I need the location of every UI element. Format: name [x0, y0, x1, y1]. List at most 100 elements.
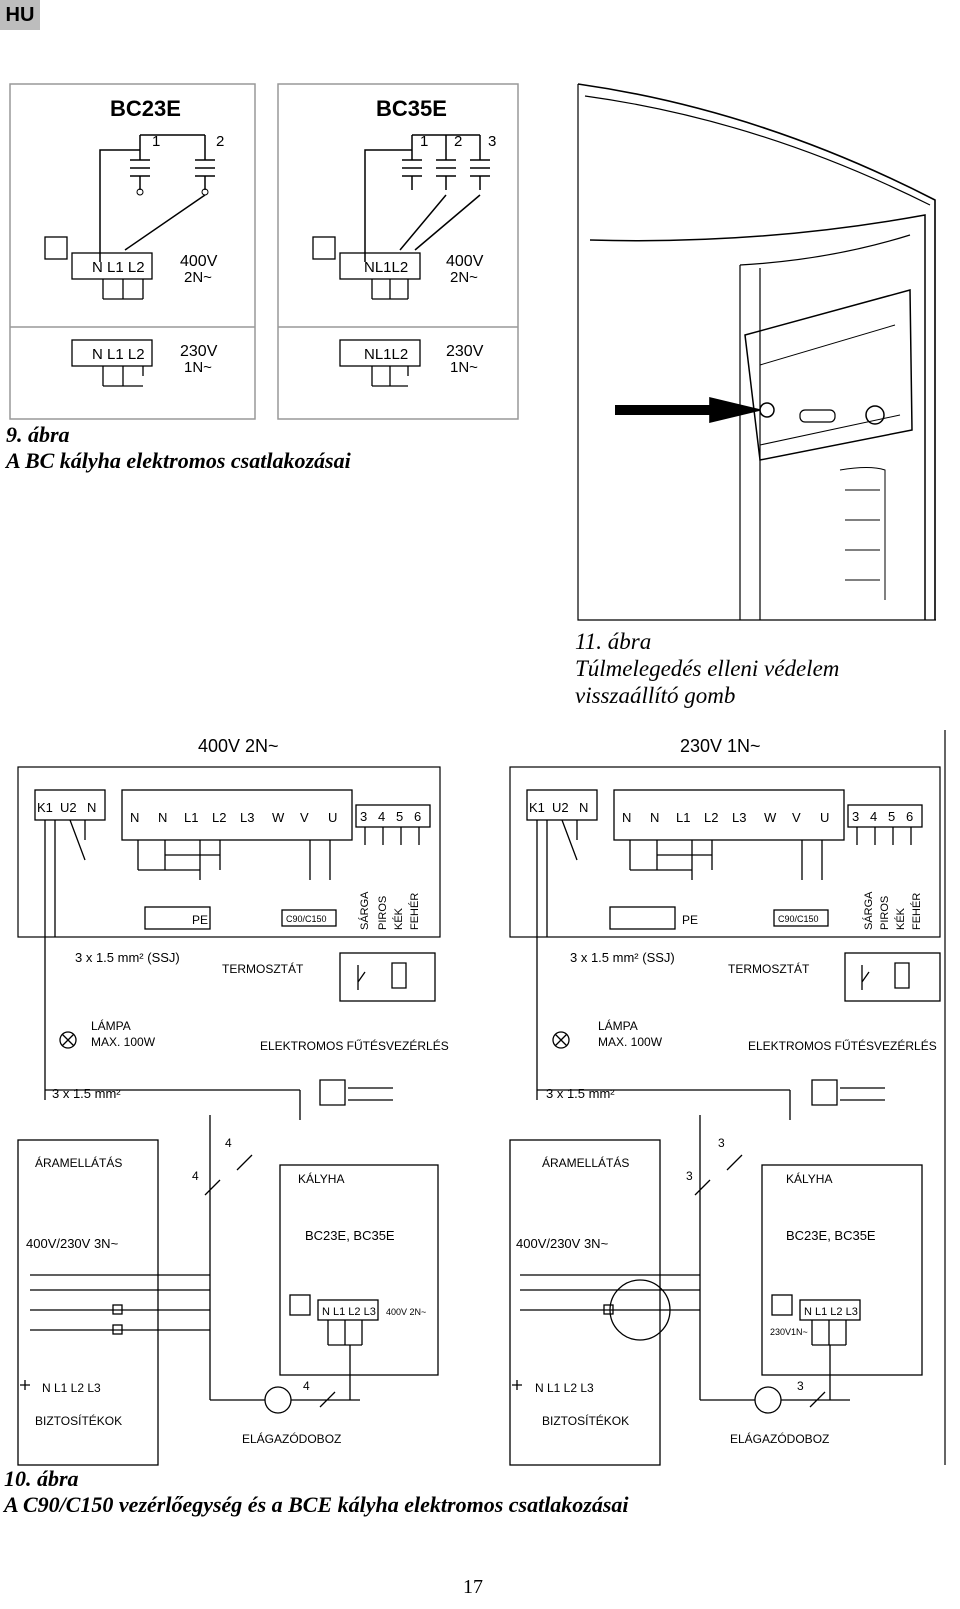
fig9-left-supply-230-phase: 1N~ — [184, 359, 212, 376]
fig11-number: 11. ábra — [575, 629, 652, 654]
fig10-left-fuses: BIZTOSÍTÉKOK — [35, 1413, 122, 1428]
fig9-left-model: BC23E — [110, 96, 181, 121]
fig10-right-tg3-0: 3 — [852, 809, 859, 824]
fig10-title: A C90/C150 vezérlőegység és a BCE kályha… — [4, 1492, 629, 1517]
fig9-left-supply-230: 230V — [180, 343, 218, 360]
fig10-left-lamp: LÁMPA — [91, 1018, 131, 1033]
fig9-right-element-2: 2 — [454, 133, 462, 150]
fig10-right-count-a: 3 — [718, 1136, 725, 1150]
fig10-left-tg2-4: L3 — [240, 810, 254, 825]
fig9-title: A BC kályha elektromos csatlakozásai — [6, 448, 351, 473]
fig10-right-fuses: BIZTOSÍTÉKOK — [542, 1413, 629, 1428]
fig10-left-cable1: 3 x 1.5 mm² (SSJ) — [75, 950, 180, 965]
fig10-left-color-0: SÁRGA — [358, 891, 371, 930]
fig10-right-mains: 400V/230V 3N~ — [516, 1236, 609, 1251]
fig10-right-tg2-7: U — [820, 810, 829, 825]
fig10-left-tg2-6: V — [300, 810, 309, 825]
page-number: 17 — [463, 1576, 483, 1598]
fig11-caption: 11. ábra Túlmelegedés elleni védelem vis… — [575, 628, 839, 709]
fig10-number: 10. ábra — [4, 1466, 79, 1491]
fig9-right-element-3: 3 — [488, 133, 496, 150]
fig10-right-thermostat: TERMOSZTÁT — [728, 961, 810, 976]
fig10-right-tg2-2: L1 — [676, 810, 690, 825]
fig10-left-pe: PE — [192, 913, 208, 927]
fig10-right-tg2-6: V — [792, 810, 801, 825]
fig10-left-mains: 400V/230V 3N~ — [26, 1236, 119, 1251]
fig9-right-panel: BC35E 1 2 3 NL1L2 400V 2N~ NL1L2 230V 1N… — [277, 83, 519, 420]
fig10-right-stove-models: BC23E, BC35E — [786, 1228, 876, 1243]
fig9-left-element-2: 2 — [216, 133, 224, 150]
fig10-right-count-c: 3 — [797, 1379, 804, 1393]
fig9-right-supply-230: 230V — [446, 343, 484, 360]
fig10-right-heating-control: ELEKTROMOS FŰTÉSVEZÉRLÉS — [748, 1038, 937, 1053]
fig10-left-stove-models: BC23E, BC35E — [305, 1228, 395, 1243]
fig9-right-terminals-230: NL1L2 — [364, 346, 408, 363]
language-badge: HU — [0, 0, 40, 30]
fig10-right-term-k1: K1 — [529, 800, 545, 815]
fig10-right-tg3-2: 5 — [888, 809, 895, 824]
fig10-left-tg3-3: 6 — [414, 809, 421, 824]
fig10-left-fuse-terminals: N L1 L2 L3 — [42, 1381, 101, 1395]
fig10-right-wire-colors: SÁRGA PIROS KÉK FEHÉR — [862, 891, 923, 930]
fig10-left-lamp-max: MAX. 100W — [91, 1035, 156, 1049]
fig11-line1: Túlmelegedés elleni védelem — [575, 656, 840, 681]
fig10-right-tg3-3: 6 — [906, 809, 913, 824]
fig10-right-tg3-1: 4 — [870, 809, 877, 824]
fig10-right-unit: C90/C150 — [778, 914, 819, 924]
fig10-right-color-0: SÁRGA — [862, 891, 875, 930]
fig9-right-supply-400-phase: 2N~ — [450, 269, 478, 286]
fig10-left-term-u2: U2 — [60, 800, 77, 815]
fig10-left-thermostat: TERMOSZTÁT — [222, 961, 304, 976]
fig10-right-count-b: 3 — [686, 1169, 693, 1183]
fig10-right-fuse-terminals: N L1 L2 L3 — [535, 1381, 594, 1395]
fig10-right-tg2-1: N — [650, 810, 659, 825]
fig10-right-term-n: N — [579, 800, 588, 815]
fig10-right-tg2-4: L3 — [732, 810, 746, 825]
fig9-right-element-1: 1 — [420, 133, 428, 150]
fig10-left-term-group2: N N L1 L2 L3 W V U — [130, 810, 337, 825]
fig10-right-tg2-0: N — [622, 810, 631, 825]
fig10-right-color-2: KÉK — [894, 907, 907, 930]
fig10-right-schematic: 230V 1N~ K1 U2 N N N L1 L2 L3 W V U 3 4 … — [509, 730, 946, 1466]
fig10-right-term-group2: N N L1 L2 L3 W V U — [622, 810, 829, 825]
fig11-stove-illustration — [577, 83, 936, 621]
fig9-left-terminals-230: N L1 L2 — [92, 346, 145, 363]
fig10-right-stove: KÁLYHA — [786, 1171, 832, 1186]
fig10-left-tg2-2: L1 — [184, 810, 198, 825]
fig10-right-pe: PE — [682, 913, 698, 927]
fig10-left-wire-colors: SÁRGA PIROS KÉK FEHÉR — [358, 891, 421, 930]
fig9-left-panel: BC23E 1 2 N L1 L2 400V 2N~ N L1 L2 230V … — [9, 83, 256, 420]
fig10-left-term-n: N — [87, 800, 96, 815]
fig10-left-schematic: 400V 2N~ K1 U2 N N N L1 L2 L3 W V U 3 4 … — [17, 736, 449, 1466]
fig10-left-heating-control: ELEKTROMOS FŰTÉSVEZÉRLÉS — [260, 1038, 449, 1053]
fig10-right-junction: ELÁGAZÓDOBOZ — [730, 1431, 829, 1446]
fig10-right-supply: 230V 1N~ — [680, 736, 761, 756]
fig10-left-junction: ELÁGAZÓDOBOZ — [242, 1431, 341, 1446]
fig10-left-tg3-0: 3 — [360, 809, 367, 824]
fig10-left-supply: 400V 2N~ — [198, 736, 279, 756]
fig10-left-unit: C90/C150 — [286, 914, 327, 924]
fig9-caption: 9. ábra A BC kályha elektromos csatlakoz… — [6, 422, 351, 474]
fig10-left-tg2-0: N — [130, 810, 139, 825]
fig9-left-element-1: 1 — [152, 133, 160, 150]
fig10-left-term-k1: K1 — [37, 800, 53, 815]
fig10-left-count-b: 4 — [192, 1169, 199, 1183]
fig9-right-supply-230-phase: 1N~ — [450, 359, 478, 376]
fig10-left-tg2-5: W — [272, 810, 285, 825]
fig10-left-color-1: PIROS — [377, 896, 389, 930]
fig10-right-power-supply: ÁRAMELLÁTÁS — [542, 1155, 629, 1170]
fig10-left-power-supply: ÁRAMELLÁTÁS — [35, 1155, 122, 1170]
fig10-right-lamp-max: MAX. 100W — [598, 1035, 663, 1049]
fig10-right-stove-supply: 230V1N~ — [770, 1327, 808, 1337]
fig10-left-cable2: 3 x 1.5 mm² — [52, 1086, 121, 1101]
fig10-right-cable2: 3 x 1.5 mm² — [546, 1086, 615, 1101]
fig9-right-supply-400: 400V — [446, 253, 484, 270]
fig10-left-tg3-2: 5 — [396, 809, 403, 824]
fig10-left-tg2-7: U — [328, 810, 337, 825]
fig10-right-stove-terminals: N L1 L2 L3 — [804, 1306, 858, 1318]
fig10-caption: 10. ábra A C90/C150 vezérlőegység és a B… — [4, 1466, 629, 1518]
fig10-right-tg2-3: L2 — [704, 810, 718, 825]
fig10-left-tg2-1: N — [158, 810, 167, 825]
fig10-right-cable1: 3 x 1.5 mm² (SSJ) — [570, 950, 675, 965]
